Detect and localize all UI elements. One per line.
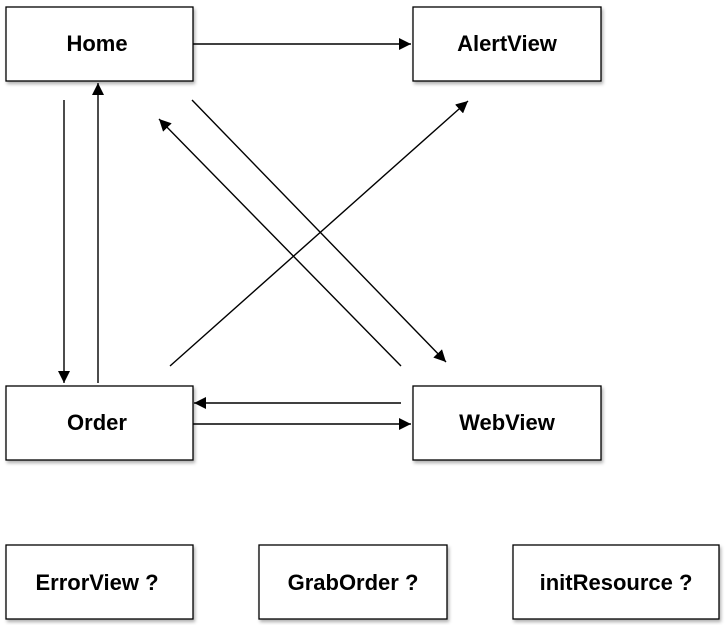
node-home: Home [5, 6, 194, 82]
node-alertview: AlertView [412, 6, 602, 82]
edge-order-to-alertview [169, 100, 469, 367]
node-graborder: GrabOrder ? [258, 544, 448, 620]
node-webview-label: WebView [459, 410, 556, 435]
node-home-label: Home [66, 31, 127, 56]
node-order: Order [5, 385, 194, 461]
edge-home-to-webview [191, 99, 447, 363]
node-initresource-label: initResource ? [540, 570, 693, 595]
edge-webview-to-home [158, 118, 402, 367]
node-alertview-label: AlertView [457, 31, 558, 56]
node-webview: WebView [412, 385, 602, 461]
node-graborder-label: GrabOrder ? [288, 570, 419, 595]
edges [58, 38, 469, 430]
node-initresource: initResource ? [512, 544, 720, 620]
node-order-label: Order [67, 410, 127, 435]
node-errorview: ErrorView ? [5, 544, 194, 620]
node-errorview-label: ErrorView ? [35, 570, 158, 595]
